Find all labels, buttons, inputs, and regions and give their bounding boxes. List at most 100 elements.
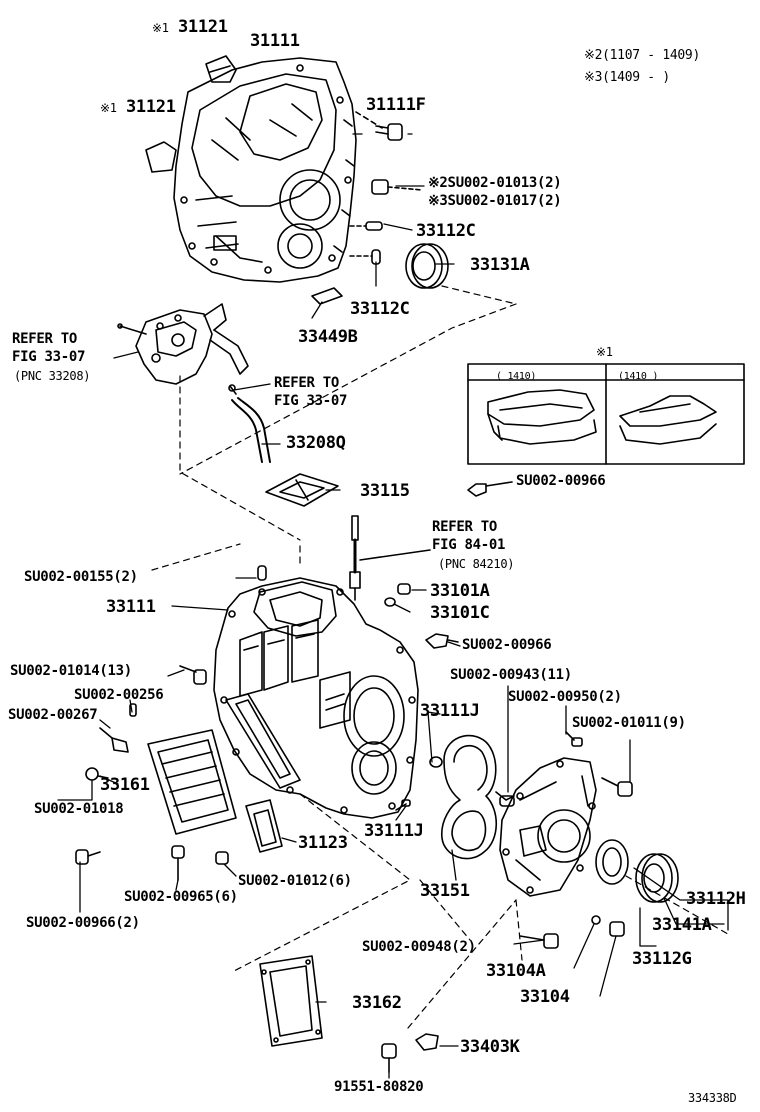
label-33141a: 33141A — [652, 915, 712, 935]
oil-seal-33131a — [405, 243, 449, 289]
label-su002-00950: SU002-00950(2) — [508, 689, 622, 705]
label-31121-left: 31121 — [126, 97, 176, 117]
bolt-su002-00966-bottom — [75, 849, 101, 865]
label-33131a: 33131A — [470, 255, 530, 275]
label-33111-case: 33111 — [106, 597, 156, 617]
refer-label-2-line2: FIG 33-07 — [274, 393, 348, 409]
label-33112c-upper: 33112C — [416, 221, 476, 241]
bolt-su002-00965 — [171, 845, 185, 881]
label-33403k: 33403K — [460, 1037, 520, 1057]
label-33449b: 33449B — [298, 327, 358, 347]
gasket-33101c — [384, 597, 396, 607]
oil-pan-gasket-33162 — [259, 955, 323, 1047]
bolt-91551-80820 — [381, 1043, 397, 1073]
seal-33141a — [635, 853, 679, 903]
gasket-33151 — [441, 734, 497, 860]
label-31121-top: 31121 — [178, 17, 228, 37]
label-31121-mark-left: ※1 — [100, 101, 117, 115]
cap-31121-left — [145, 141, 177, 173]
pin-33111j-upper — [429, 756, 443, 768]
label-su002-00155: SU002-00155(2) — [24, 569, 138, 585]
label-su002-00966-mid: SU002-00966 — [462, 637, 552, 653]
breather-su002-00966 — [467, 481, 513, 497]
bolt-su002-00943 — [495, 791, 515, 807]
bolt-su002-01014 — [179, 665, 207, 685]
label-33111j-upper: 33111J — [420, 701, 480, 721]
side-cover-33161 — [147, 729, 237, 835]
label-su002-00943: SU002-00943(11) — [450, 667, 572, 683]
refer-label-1-line1: REFER TO — [12, 331, 78, 347]
label-33162: 33162 — [352, 993, 402, 1013]
gasket-33104a — [591, 915, 601, 925]
label-33161: 33161 — [100, 775, 150, 795]
label-su002-00948: SU002-00948(2) — [362, 939, 476, 955]
hose-33208q — [228, 384, 271, 463]
label-33112g: 33112G — [632, 949, 692, 969]
pin-33112c-upper — [365, 221, 383, 231]
refer-label-1-line2: FIG 33-07 — [12, 349, 86, 365]
transmission-case-33111 — [213, 577, 419, 819]
label-33115: 33115 — [360, 481, 410, 501]
refer-label-1-line3: (PNC 33208) — [14, 369, 91, 383]
label-91551-80820: 91551-80820 — [334, 1079, 424, 1095]
refer-label-3-line3: (PNC 84210) — [438, 557, 515, 571]
label-31111f: 31111F — [366, 95, 426, 115]
inset-31121-variants — [467, 363, 745, 465]
bolt-su002-01012 — [215, 851, 229, 865]
label-su002-01017: ※3SU002-01017(2) — [428, 193, 562, 209]
plug-33101a — [397, 583, 411, 595]
inset-col2-header: (1410 ) — [618, 371, 659, 382]
gasket-33115 — [265, 473, 339, 507]
label-33104a: 33104A — [486, 961, 546, 981]
label-su002-01011: SU002-01011(9) — [572, 715, 686, 731]
label-33101a: 33101A — [430, 581, 490, 601]
label-33104: 33104 — [520, 987, 570, 1007]
label-33111j-lower: 33111J — [364, 821, 424, 841]
label-31121-mark-top: ※1 — [152, 21, 169, 35]
label-su002-00256: SU002-00256 — [74, 687, 164, 703]
dowel-su002-00155 — [257, 565, 267, 581]
inset-title: ※1 — [596, 345, 613, 359]
label-33112c-lower: 33112C — [350, 299, 410, 319]
note-3: ※3(1409 - ) — [584, 70, 670, 85]
cap-31121-top — [205, 55, 237, 83]
bolt-su002-00948 — [519, 933, 559, 949]
label-su002-01018: SU002-01018 — [34, 801, 124, 817]
label-33101c: 33101C — [430, 603, 490, 623]
label-su002-00966-top: SU002-00966 — [516, 473, 606, 489]
label-su002-01013: ※2SU002-01013(2) — [428, 175, 562, 191]
plug-33104 — [609, 921, 625, 937]
label-su002-00267: SU002-00267 — [8, 707, 98, 723]
bolt-31111f — [375, 123, 403, 141]
pin-su002-00256 — [129, 703, 137, 717]
label-33208q: 33208Q — [286, 433, 346, 453]
switch-bracket-assy — [117, 303, 249, 385]
fitting-su002-00966-mid — [425, 633, 459, 649]
label-su002-00966-bottom: SU002-00966(2) — [26, 915, 140, 931]
speed-sensor — [349, 515, 431, 601]
extension-housing — [499, 757, 597, 897]
diagram-id: 334338D — [688, 1091, 737, 1105]
label-33151: 33151 — [420, 881, 470, 901]
label-31123: 31123 — [298, 833, 348, 853]
label-33112h: 33112H — [686, 889, 746, 909]
refer-label-2-line1: REFER TO — [274, 375, 340, 391]
refer-label-3-line2: FIG 84-01 — [432, 537, 506, 553]
label-su002-01012: SU002-01012(6) — [238, 873, 352, 889]
label-su002-01014: SU002-01014(13) — [10, 663, 132, 679]
note-2: ※2(1107 - 1409) — [584, 48, 700, 63]
plug-33403k — [415, 1033, 439, 1051]
switch-su002-00267 — [99, 727, 129, 753]
clutch-housing-31111 — [173, 57, 357, 283]
seal-33112h — [595, 839, 629, 885]
plug-su002-01013 — [371, 179, 423, 195]
bolt-su002-01011 — [601, 777, 633, 797]
label-31111-top: 31111 — [250, 31, 300, 51]
label-su002-00965: SU002-00965(6) — [124, 889, 238, 905]
stud-su002-00950 — [565, 731, 583, 747]
inset-col1-header: ( 1410) — [496, 371, 537, 382]
plate-33449b — [311, 287, 343, 305]
cover-31123 — [245, 799, 283, 853]
